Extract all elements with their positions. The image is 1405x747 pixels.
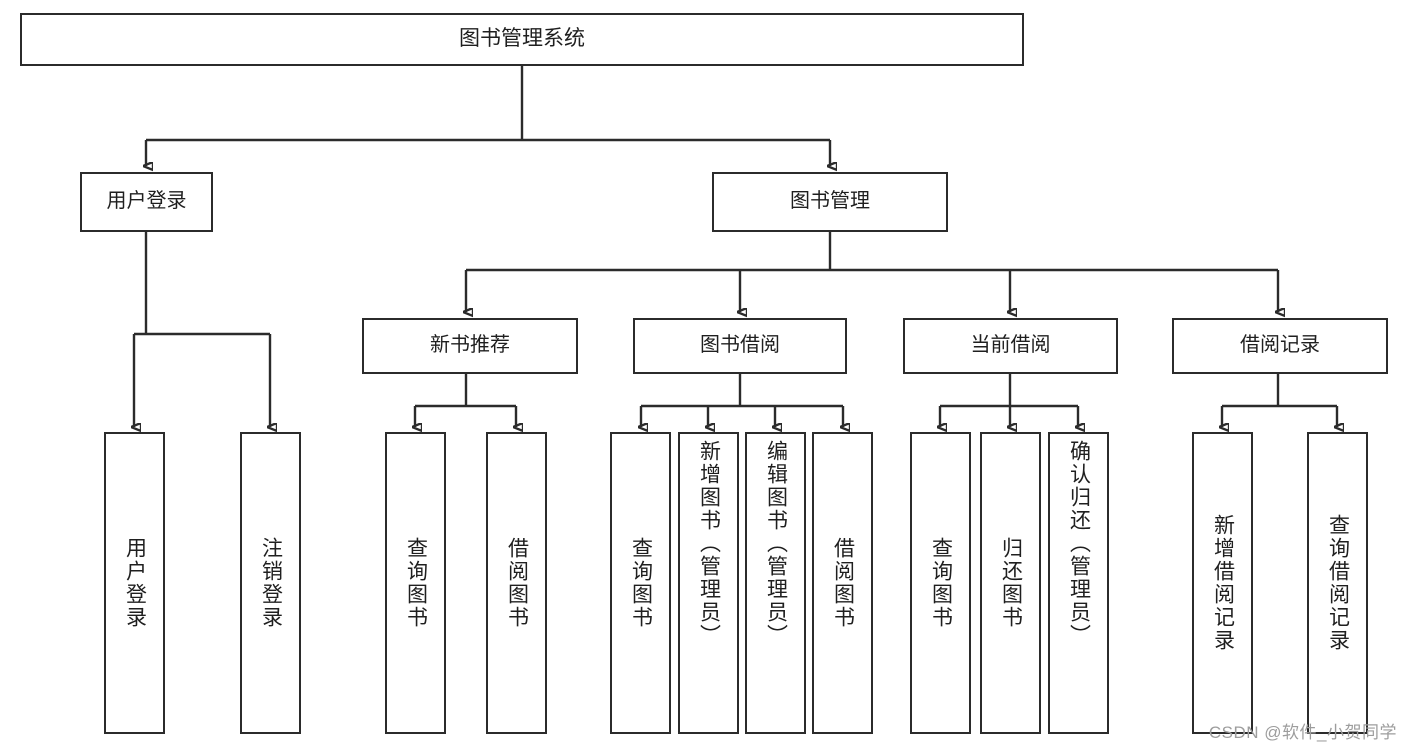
node-leaf-query-book-current-label: 查询图书 bbox=[929, 537, 953, 629]
node-leaf-user-login[interactable]: 用户登录 bbox=[104, 432, 165, 734]
node-leaf-query-book-recommend-label: 查询图书 bbox=[404, 537, 428, 629]
node-leaf-query-book-label: 查询图书 bbox=[629, 537, 653, 629]
node-leaf-logout-label: 注销登录 bbox=[259, 537, 283, 629]
node-leaf-user-login-label: 用户登录 bbox=[123, 537, 147, 629]
node-leaf-query-book[interactable]: 查询图书 bbox=[610, 432, 671, 734]
node-leaf-add-borrow-record-label: 新增借阅记录 bbox=[1211, 514, 1235, 652]
node-book-management[interactable]: 图书管理 bbox=[712, 172, 948, 232]
node-leaf-borrow-book-recommend[interactable]: 借阅图书 bbox=[486, 432, 547, 734]
node-leaf-add-book-label: 新增图书（管理员） bbox=[697, 440, 721, 647]
node-current-borrow-label: 当前借阅 bbox=[970, 334, 1051, 357]
node-leaf-confirm-return[interactable]: 确认归还（管理员） bbox=[1048, 432, 1109, 734]
node-leaf-query-book-current[interactable]: 查询图书 bbox=[910, 432, 971, 734]
watermark: CSDN @软件_小贺同学 bbox=[1208, 723, 1397, 742]
node-leaf-borrow-book-recommend-label: 借阅图书 bbox=[505, 537, 529, 629]
node-leaf-add-borrow-record[interactable]: 新增借阅记录 bbox=[1192, 432, 1253, 734]
node-leaf-query-book-recommend[interactable]: 查询图书 bbox=[385, 432, 446, 734]
node-leaf-return-book-label: 归还图书 bbox=[999, 537, 1023, 629]
node-root-label: 图书管理系统 bbox=[459, 27, 585, 51]
node-new-book-recommend[interactable]: 新书推荐 bbox=[362, 318, 578, 374]
node-leaf-return-book[interactable]: 归还图书 bbox=[980, 432, 1041, 734]
node-leaf-query-borrow-record[interactable]: 查询借阅记录 bbox=[1307, 432, 1368, 734]
node-leaf-borrow-book[interactable]: 借阅图书 bbox=[812, 432, 873, 734]
node-leaf-borrow-book-label: 借阅图书 bbox=[831, 537, 855, 629]
node-borrow-record-label: 借阅记录 bbox=[1240, 334, 1320, 357]
node-new-book-recommend-label: 新书推荐 bbox=[430, 334, 510, 357]
node-book-borrow-label: 图书借阅 bbox=[700, 334, 780, 357]
node-current-borrow[interactable]: 当前借阅 bbox=[903, 318, 1118, 374]
node-user-login-label: 用户登录 bbox=[106, 190, 187, 213]
node-leaf-logout[interactable]: 注销登录 bbox=[240, 432, 301, 734]
node-leaf-query-borrow-record-label: 查询借阅记录 bbox=[1326, 514, 1350, 652]
node-borrow-record[interactable]: 借阅记录 bbox=[1172, 318, 1388, 374]
node-book-management-label: 图书管理 bbox=[790, 190, 870, 213]
node-user-login[interactable]: 用户登录 bbox=[80, 172, 213, 232]
node-leaf-add-book[interactable]: 新增图书（管理员） bbox=[678, 432, 739, 734]
node-book-borrow[interactable]: 图书借阅 bbox=[633, 318, 847, 374]
node-leaf-confirm-return-label: 确认归还（管理员） bbox=[1067, 440, 1091, 647]
node-root[interactable]: 图书管理系统 bbox=[20, 13, 1024, 66]
node-leaf-edit-book[interactable]: 编辑图书（管理员） bbox=[745, 432, 806, 734]
node-leaf-edit-book-label: 编辑图书（管理员） bbox=[764, 440, 788, 647]
